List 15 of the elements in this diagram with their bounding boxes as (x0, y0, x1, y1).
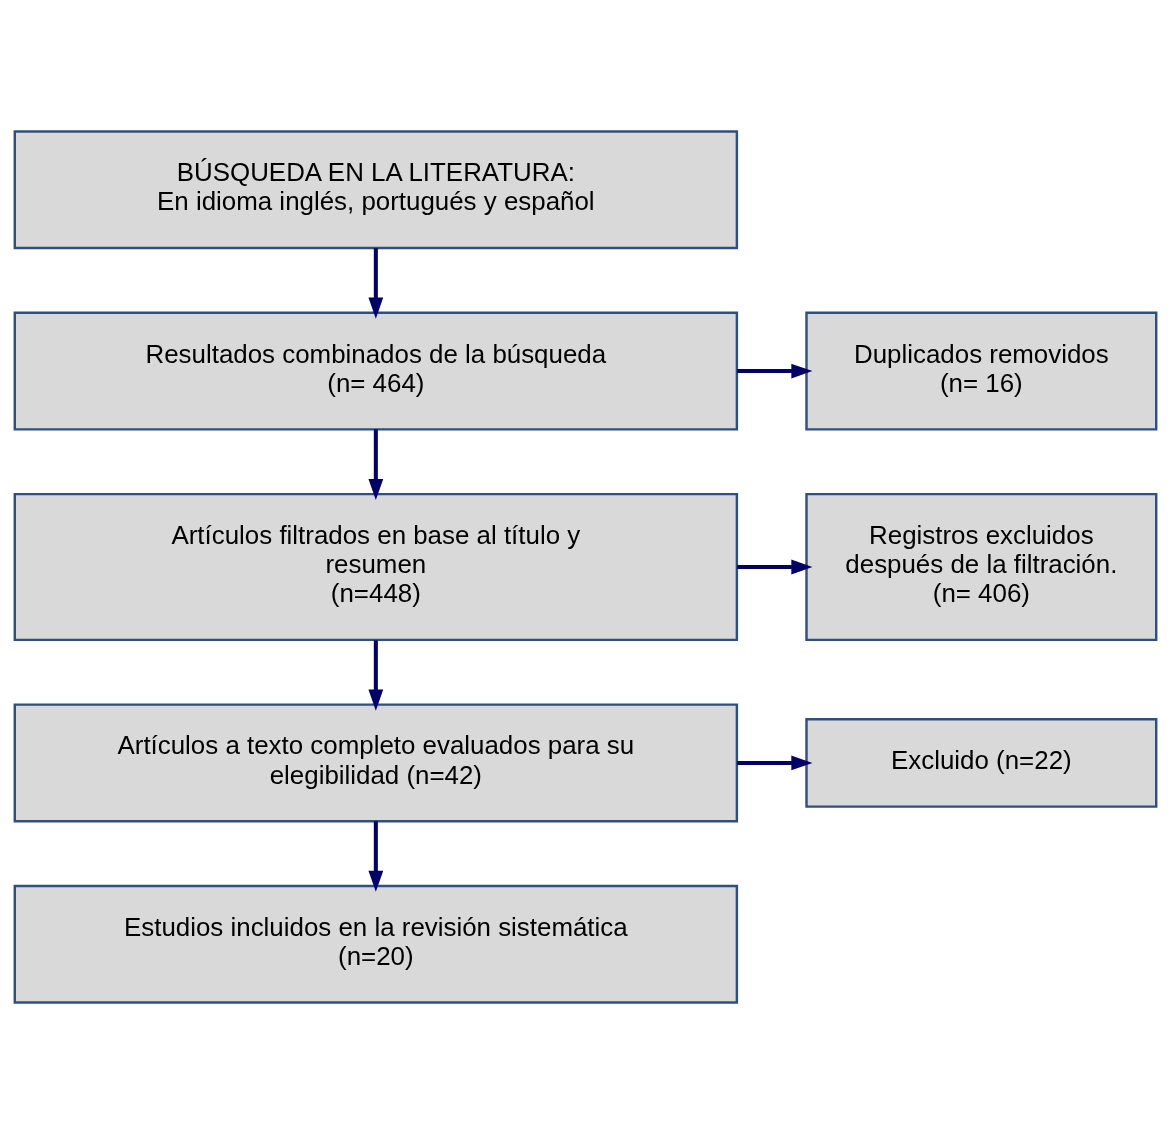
node-box: Artículos a texto completo evaluados para su elegibilidad (n=42) (13, 702, 739, 822)
node-box: Artículos filtrados en base al título y resumen (n=448) (13, 492, 739, 641)
arrow (368, 820, 384, 892)
arrow (737, 559, 813, 574)
arrow (368, 639, 384, 711)
arrow (737, 363, 813, 378)
node-box: Duplicados removidos (n= 16) (805, 311, 1158, 431)
node-box: BÚSQUEDA EN LA LITERATURA: En idioma inglés, portugués y español (13, 129, 739, 249)
node-box: Registros excluidos después de la filtración. (n= 406) (805, 492, 1158, 641)
arrow (368, 429, 384, 500)
arrow (368, 247, 384, 319)
arrow (737, 755, 813, 770)
node-box: Resultados combinados de la búsqueda (n= 464) (13, 311, 739, 431)
node-box: Excluido (n=22) (805, 717, 1158, 808)
node-box: Estudios incluidos en la revisión sistemática (n=20) (13, 884, 739, 1004)
